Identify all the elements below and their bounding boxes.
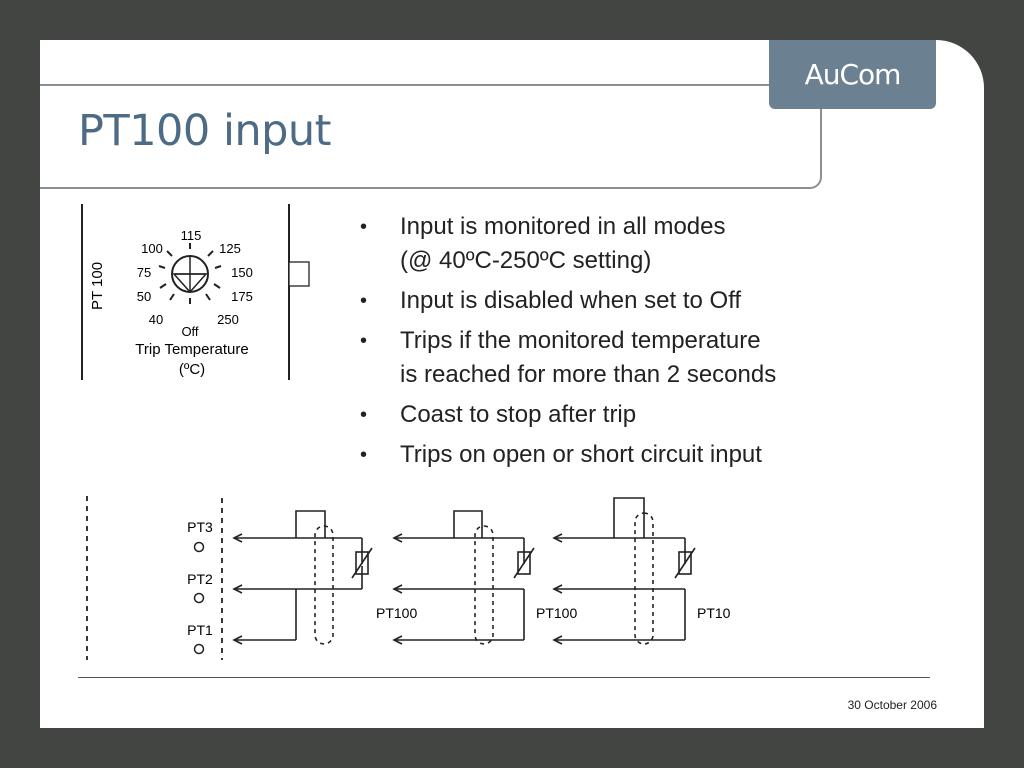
terminal-pt2-label: PT2 — [187, 571, 213, 587]
dial-label-40: 40 — [149, 312, 163, 327]
bullet-line: is reached for more than 2 seconds — [400, 361, 777, 388]
slide-title: PT100 input — [78, 106, 332, 156]
bullet-line: Coast to stop after trip — [400, 401, 637, 428]
dial-caption: Trip Temperature — [135, 341, 248, 358]
bullet-item: Trips if the monitored temperature is re… — [358, 324, 878, 392]
dial-label-50: 50 — [137, 289, 151, 304]
terminal-pt2 — [193, 592, 205, 604]
dial-label-75: 75 — [137, 265, 151, 280]
dial-unit: (ºC) — [179, 361, 205, 378]
pt100-wiring-diagram: PT3 PT2 PT1 PT100 — [86, 496, 730, 660]
bullet-item: Input is disabled when set to Off — [358, 284, 878, 318]
terminal-pt3-label: PT3 — [187, 519, 213, 535]
slide-date: 30 October 2006 — [847, 698, 937, 712]
bullet-line: Input is disabled when set to Off — [400, 287, 742, 314]
dial-label-off: Off — [181, 324, 198, 339]
footer-divider — [78, 677, 930, 678]
trip-temperature-dial-diagram: PT 100 115 100 125 75 150 50 175 40 250 … — [81, 204, 310, 380]
terminal-pt1 — [193, 643, 205, 655]
terminal-pt3 — [193, 541, 205, 553]
bullet-item: Input is monitored in all modes (@ 40ºC-… — [358, 210, 878, 278]
bullet-item: Trips on open or short circuit input — [358, 438, 878, 472]
dial-label-175: 175 — [231, 289, 253, 304]
bullet-line: Input is monitored in all modes — [400, 213, 726, 240]
bullet-list: Input is monitored in all modes (@ 40ºC-… — [358, 210, 878, 478]
sensor-2-label: PT100 — [536, 605, 577, 621]
dial-label-250: 250 — [217, 312, 239, 327]
dial-label-115: 115 — [181, 228, 202, 243]
terminal-pt1-label: PT1 — [187, 622, 213, 638]
title-frame — [40, 84, 822, 189]
bullet-line: (@ 40ºC-250ºC setting) — [400, 247, 652, 274]
bullet-line: Trips on open or short circuit input — [400, 441, 762, 468]
slide: PT100 input AuCom PT 100 115 100 125 75 — [40, 40, 984, 728]
pt100-side-label: PT 100 — [89, 262, 106, 310]
sensor-3-label: PT100 — [697, 605, 730, 621]
bullet-item: Coast to stop after trip — [358, 398, 878, 432]
dial-label-100: 100 — [141, 241, 163, 256]
bullet-line: Trips if the monitored temperature — [400, 327, 761, 354]
aucom-logo: AuCom — [769, 40, 936, 109]
dial-label-125: 125 — [219, 241, 241, 256]
sensor-1-label: PT100 — [376, 605, 417, 621]
dial-label-150: 150 — [231, 265, 253, 280]
